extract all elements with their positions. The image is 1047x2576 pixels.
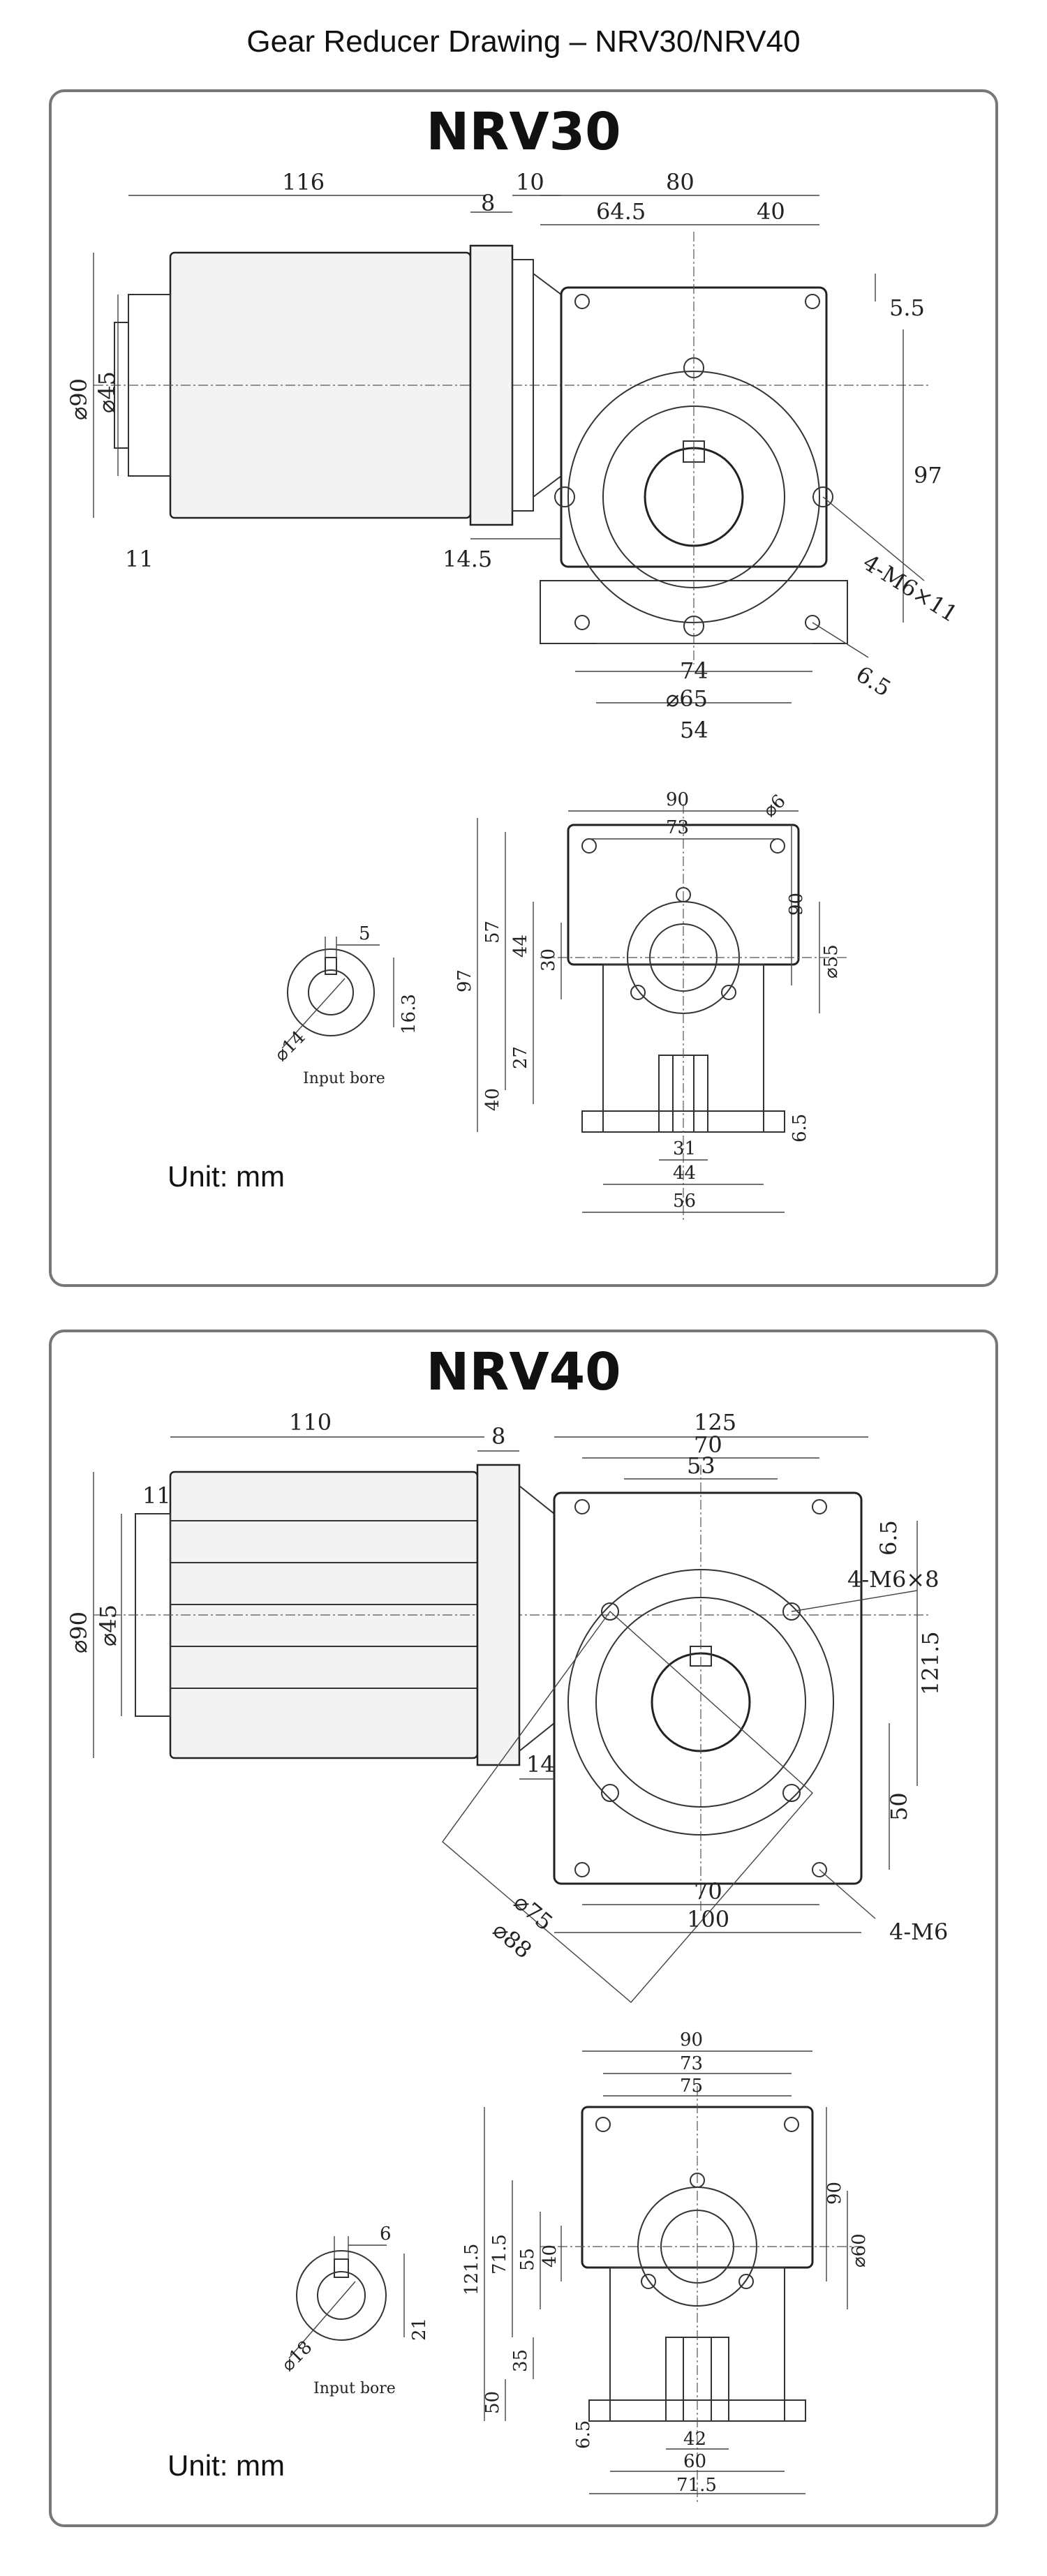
panel-title-nrv30: NRV30: [426, 102, 621, 162]
nrv40-front-foot: 6.5: [573, 2420, 594, 2449]
nrv40-dim-pilot-len: 11: [142, 1482, 171, 1509]
nrv30-bore-depth: 16.3: [399, 994, 419, 1034]
nrv30-bore-key: 5: [359, 923, 371, 944]
nrv40-front-h35: 35: [510, 2349, 531, 2372]
nrv40-dim-w53: 53: [687, 1452, 715, 1479]
nrv30-dim-bolt-span: 74: [680, 657, 708, 684]
nrv30-dim-foot: 6.5: [852, 661, 896, 702]
nrv40-bore-key: 6: [380, 2224, 392, 2244]
nrv40-side-dimensions: 110 8 125 70 53 11 ⌀90 ⌀45 6.5 4-M6×8 12…: [66, 1409, 948, 1964]
nrv30-dim-motor-dia: ⌀90: [66, 378, 92, 420]
nrv30-dim-d1: 8: [481, 190, 495, 216]
nrv40-flange: [476, 1464, 555, 1766]
nrv40-unit-label: Unit: mm: [168, 2449, 285, 2482]
nrv30-dim-height: 97: [914, 462, 942, 489]
nrv30-front-h-total: 97: [454, 969, 475, 992]
nrv30-front-hole: ⌀6: [759, 791, 790, 821]
nrv30-flange: [469, 244, 562, 526]
nrv30-dim-offset-b: 40: [757, 198, 785, 225]
nrv40-front-w73: 73: [680, 2053, 703, 2074]
panel-nrv30: NRV30: [49, 89, 998, 1287]
nrv40-input-bore: 6 21 ⌀18 Input bore: [278, 2224, 430, 2397]
nrv30-unit-label: Unit: mm: [168, 1160, 285, 1193]
nrv40-dim-span70: 70: [694, 1878, 722, 1905]
nrv30-dim-flange: 14.5: [443, 546, 492, 572]
nrv40-dim-top: 6.5: [875, 1520, 902, 1556]
nrv30-dim-base: 54: [680, 717, 708, 743]
nrv40-dim-overall: 125: [694, 1409, 736, 1436]
nrv40-dim-holes: 4-M6×8: [847, 1566, 939, 1593]
nrv40-dim-motor-dia: ⌀90: [66, 1611, 92, 1653]
nrv40-front-w42: 42: [683, 2429, 706, 2450]
nrv30-dim-pilot-len: 11: [125, 546, 154, 572]
nrv40-dim-motor-length: 110: [289, 1409, 332, 1436]
nrv40-motor-body: [94, 1471, 931, 1759]
nrv30-dim-pilot-dia: ⌀45: [94, 371, 120, 413]
nrv30-dim-circle: ⌀65: [666, 685, 708, 712]
nrv40-front-h40: 40: [540, 2244, 560, 2268]
nrv30-front-h-40: 40: [482, 1088, 503, 1111]
nrv40-dim-w70: 70: [694, 1431, 722, 1458]
nrv30-dim-offset-a: 64.5: [596, 198, 646, 225]
nrv30-front-w-inner: 73: [666, 817, 689, 838]
nrv30-front-h-right: 90: [786, 893, 807, 916]
nrv30-front-w-31: 31: [673, 1138, 696, 1159]
nrv40-dim-height: 121.5: [917, 1631, 944, 1695]
nrv30-dim-holes: 4-M6×11: [859, 549, 963, 628]
nrv40-front-h71: 71.5: [489, 2234, 510, 2275]
nrv40-front-h50: 50: [482, 2391, 503, 2414]
nrv30-front-h-27: 27: [510, 1046, 531, 1069]
nrv40-dim-d1: 8: [491, 1423, 505, 1450]
nrv40-front-view: [540, 2086, 861, 2505]
nrv40-dim-h50: 50: [886, 1792, 912, 1821]
nrv40-front-dimensions: 90 73 75 121.5 71.5 55 40 35 50 90 ⌀60 6…: [461, 2030, 870, 2496]
page-title: Gear Reducer Drawing – NRV30/NRV40: [246, 24, 801, 59]
nrv40-front-w71: 71.5: [676, 2475, 717, 2496]
nrv40-gearbox-housing: [442, 1465, 863, 2003]
nrv40-front-w90: 90: [680, 2030, 703, 2050]
nrv30-front-w-outer: 90: [666, 789, 689, 810]
nrv30-front-w-56: 56: [673, 1191, 696, 1212]
nrv40-dim-pilot-dia: ⌀45: [95, 1605, 121, 1646]
panel-title-nrv40: NRV40: [426, 1342, 621, 1402]
nrv30-front-dia-right: ⌀55: [821, 944, 842, 978]
nrv40-front-w75: 75: [680, 2076, 703, 2097]
nrv30-front-h-44: 44: [510, 935, 531, 958]
nrv30-bore-caption: Input bore: [303, 1070, 385, 1087]
nrv30-input-bore: 5 16.3 ⌀14 Input bore: [271, 923, 419, 1087]
nrv30-front-view: [540, 804, 847, 1223]
nrv40-drawing: 110 8 125 70 53 11 ⌀90 ⌀45 6.5 4-M6×8 12…: [66, 1409, 948, 2505]
nrv30-bore-dia: ⌀14: [271, 1027, 310, 1066]
nrv30-front-w-44: 44: [673, 1163, 696, 1184]
nrv40-front-w60: 60: [683, 2451, 706, 2472]
nrv40-bore-dia: ⌀18: [278, 2337, 317, 2376]
nrv30-front-h-30: 30: [538, 948, 559, 971]
nrv30-dim-motor-length: 116: [282, 169, 325, 195]
nrv30-front-dimensions: 90 73 ⌀6 90 97 57 44 30 27 40 ⌀55 6.5 31…: [454, 789, 842, 1213]
nrv40-bore-caption: Input bore: [313, 2380, 396, 2397]
nrv40-dim-flange: 14: [526, 1751, 555, 1778]
nrv30-dim-d2: 10: [516, 169, 544, 195]
nrv30-dim-top: 5.5: [889, 295, 925, 321]
nrv30-front-h-57: 57: [482, 921, 503, 944]
nrv40-front-h55: 55: [517, 2248, 538, 2271]
nrv40-front-h90: 90: [824, 2182, 845, 2205]
nrv30-dim-overall: 80: [666, 169, 695, 195]
nrv40-dim-span100: 100: [687, 1906, 729, 1933]
nrv40-bore-depth: 21: [409, 2318, 430, 2341]
nrv30-drawing: 116 8 10 80 64.5 40 5.5 97 4-M6×11 ⌀90 ⌀…: [66, 169, 963, 1223]
panel-nrv40: NRV40: [49, 1330, 998, 2527]
nrv40-front-h-total: 121.5: [461, 2244, 482, 2295]
nrv40-dim-feet: 4-M6: [889, 1919, 948, 1945]
nrv30-gearbox-housing: [540, 232, 848, 664]
nrv40-front-dia-right: ⌀60: [849, 2233, 870, 2268]
nrv30-front-foot: 6.5: [789, 1114, 810, 1142]
